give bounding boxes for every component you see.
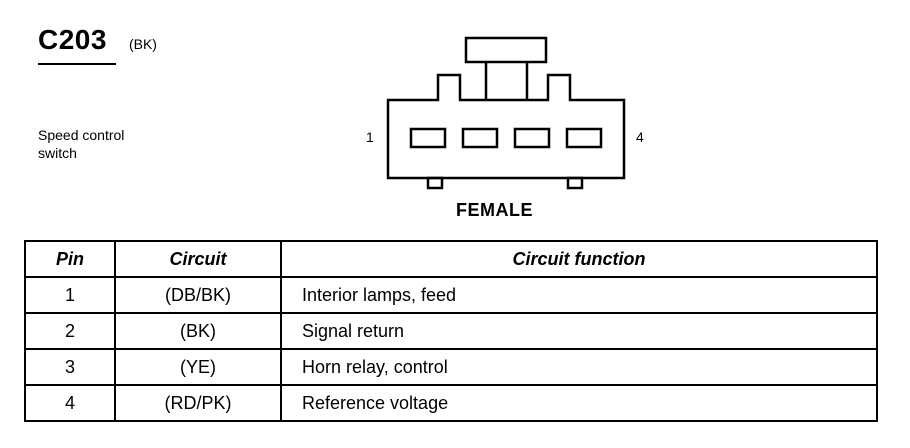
cell-circuit: (DB/BK) <box>114 276 282 314</box>
title-underline <box>38 63 116 65</box>
component-name-line-2: switch <box>38 145 77 161</box>
connector-id: C203 <box>38 24 107 55</box>
cell-pin: 1 <box>24 276 116 314</box>
pinout-table: Pin Circuit Circuit function 1(DB/BK)Int… <box>24 240 878 422</box>
mount-tab-right <box>566 176 584 190</box>
connector-title-block: C203 (BK) <box>38 24 157 56</box>
component-name: Speed control switch <box>38 126 124 162</box>
table-row: 3(YE)Horn relay, control <box>24 348 878 386</box>
table-row: 4(RD/PK)Reference voltage <box>24 384 878 422</box>
header-pin: Pin <box>24 240 116 278</box>
cell-circuit: (YE) <box>114 348 282 386</box>
cell-circuit-function: Horn relay, control <box>280 348 878 386</box>
connector-gender: FEMALE <box>456 200 533 220</box>
cell-pin: 2 <box>24 312 116 350</box>
connector-latch <box>464 36 548 64</box>
cell-pin: 4 <box>24 384 116 422</box>
connector-housing-outline <box>386 73 626 180</box>
pin-cavity-1 <box>409 127 447 149</box>
table-row: 2(BK)Signal return <box>24 312 878 350</box>
pin-label-last: 4 <box>636 129 644 145</box>
table-row: 1(DB/BK)Interior lamps, feed <box>24 276 878 314</box>
cell-circuit-function: Reference voltage <box>280 384 878 422</box>
cell-pin: 3 <box>24 348 116 386</box>
pin-label-first: 1 <box>366 129 374 145</box>
mount-tab-left <box>426 176 444 190</box>
pin-cavity-2 <box>461 127 499 149</box>
table-header-row: Pin Circuit Circuit function <box>24 240 878 278</box>
header-circuit-function: Circuit function <box>280 240 878 278</box>
cell-circuit-function: Interior lamps, feed <box>280 276 878 314</box>
header-circuit: Circuit <box>114 240 282 278</box>
pin-cavity-4 <box>565 127 603 149</box>
cell-circuit: (RD/PK) <box>114 384 282 422</box>
connector-face-diagram <box>386 36 626 190</box>
pin-cavity-3 <box>513 127 551 149</box>
component-name-line-1: Speed control <box>38 127 125 143</box>
connector-color-code: (BK) <box>128 36 157 52</box>
cell-circuit-function: Signal return <box>280 312 878 350</box>
cell-circuit: (BK) <box>114 312 282 350</box>
